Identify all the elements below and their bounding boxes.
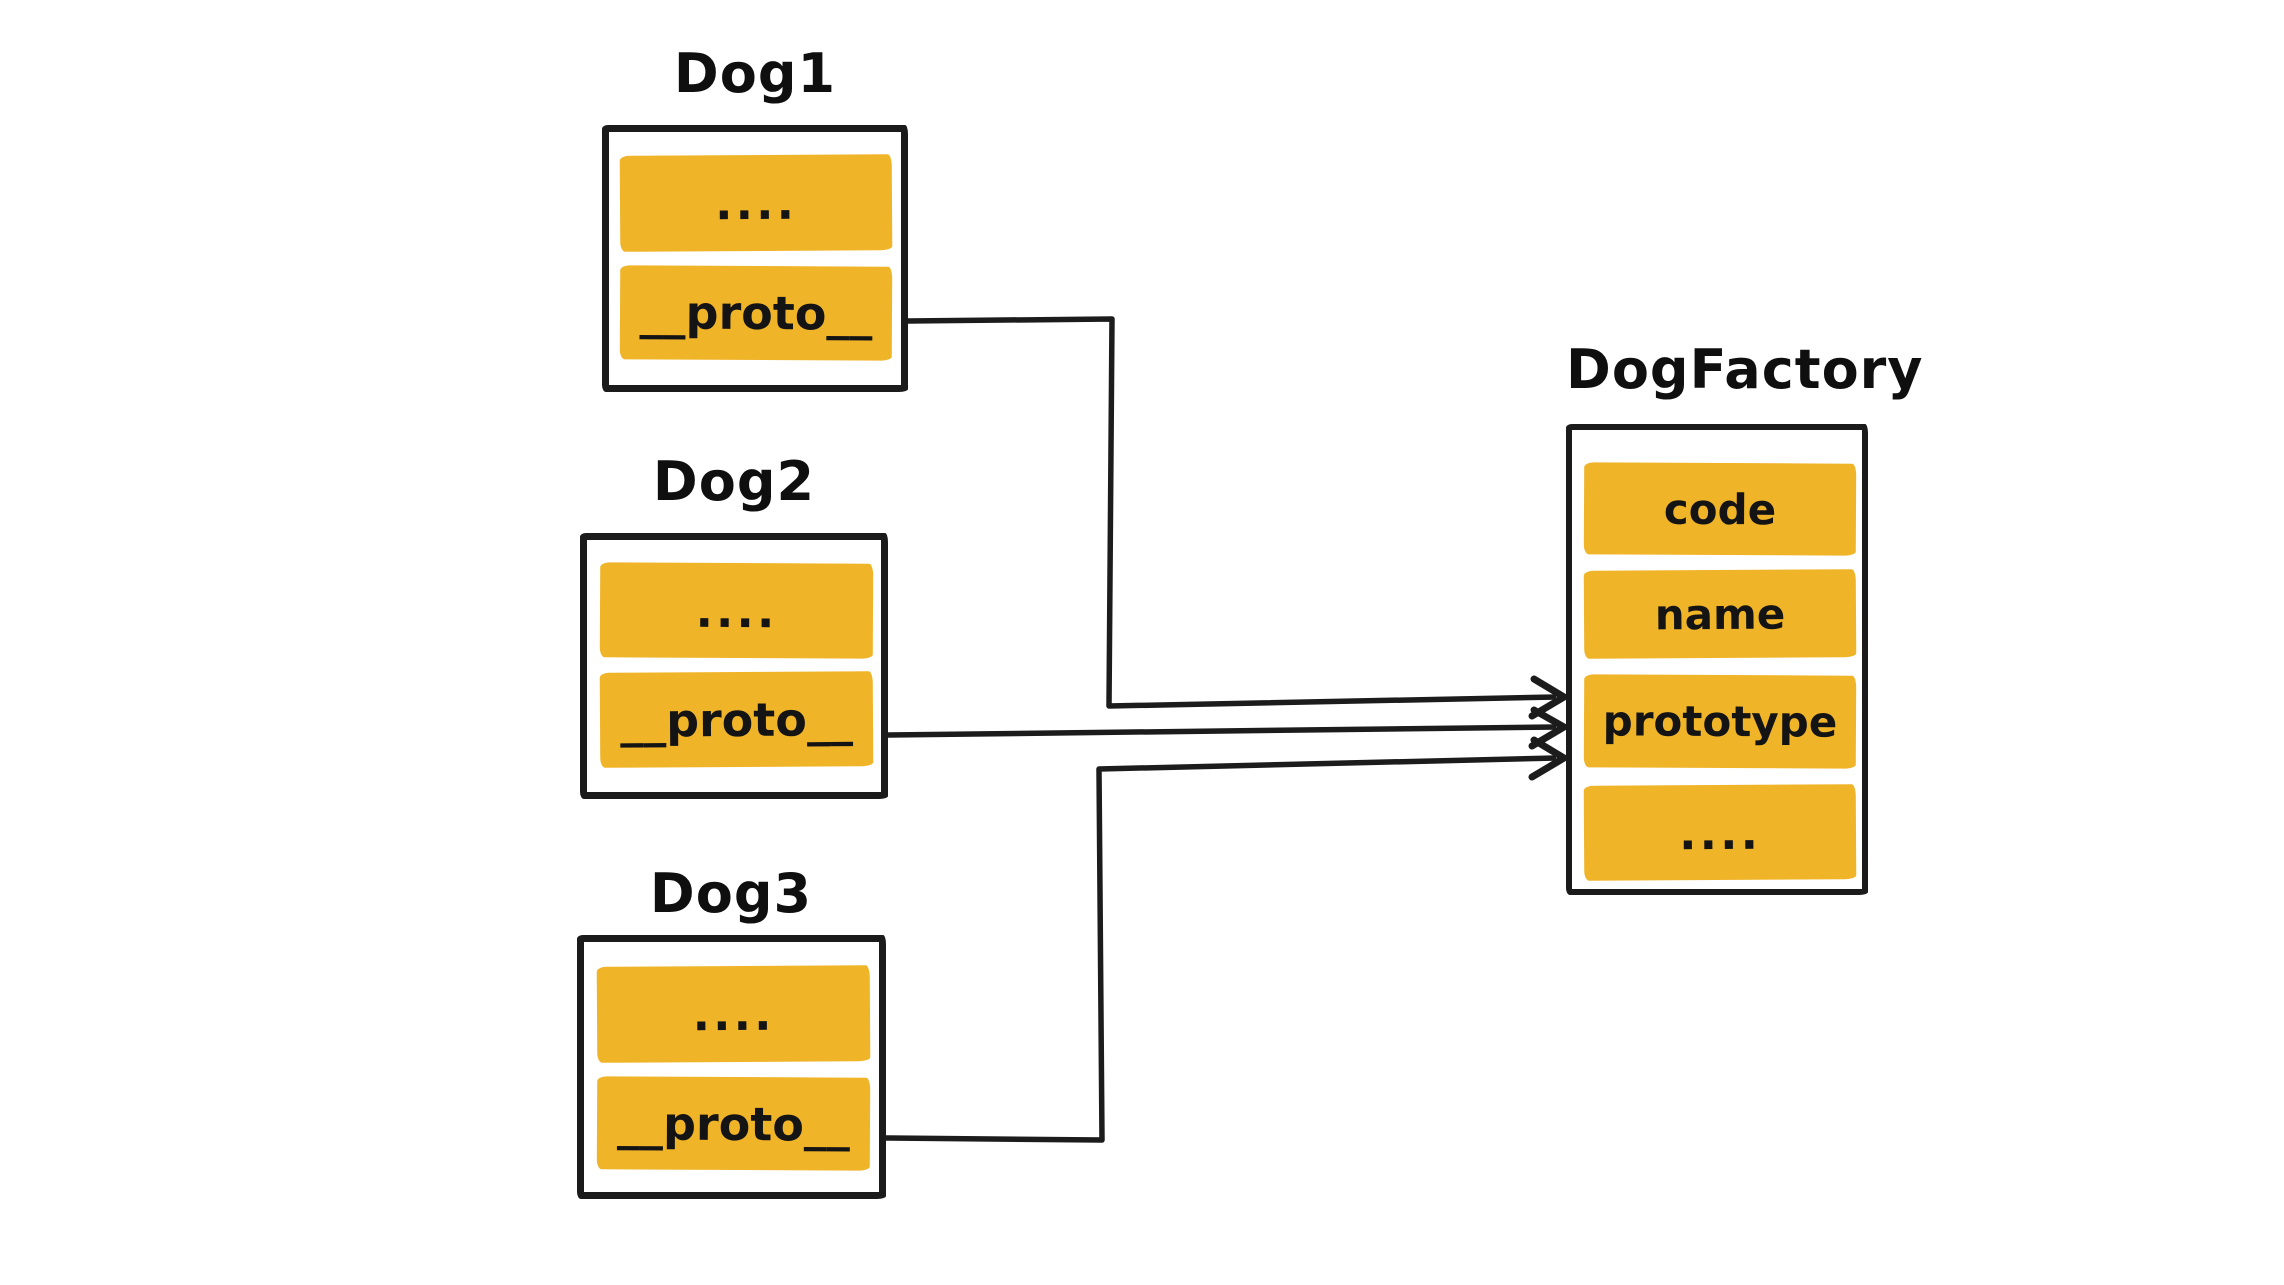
edge-dog3-to-dogfactory [885, 755, 1557, 1143]
edge-dog3-ghost-stroke [1379, 757, 1558, 764]
edge-dog3-arrowhead-icon [1528, 736, 1568, 781]
field-dog3-proto: __proto__ [596, 1076, 871, 1171]
field-dog2-dots: .... [599, 562, 874, 659]
node-title-dogfactory: DogFactory [1566, 338, 1924, 401]
node-title-dog3: Dog3 [649, 862, 813, 925]
node-title-dog1: Dog1 [673, 42, 837, 105]
field-dog1-dots: .... [619, 154, 893, 252]
field-dog3-dots: .... [596, 965, 871, 1063]
edge-dog2-ghost-stroke [1044, 726, 1558, 734]
field-dogfactory-name: name [1583, 569, 1857, 659]
edge-dog2-arrowhead-icon [1528, 706, 1568, 750]
field-dog2-proto: __proto__ [599, 671, 874, 768]
edge-dog1-arrowhead-icon [1528, 675, 1568, 720]
field-dogfactory-dots: .... [1583, 784, 1857, 881]
edge-dog1-to-dogfactory [907, 316, 1557, 709]
edge-dog2-to-dogfactory [887, 724, 1557, 738]
node-title-dog2: Dog2 [652, 450, 816, 513]
field-dogfactory-prototype: prototype [1583, 674, 1857, 769]
field-dog1-proto: __proto__ [619, 265, 893, 361]
field-dogfactory-code: code [1583, 462, 1857, 556]
edge-dog1-ghost-stroke [1394, 695, 1558, 702]
